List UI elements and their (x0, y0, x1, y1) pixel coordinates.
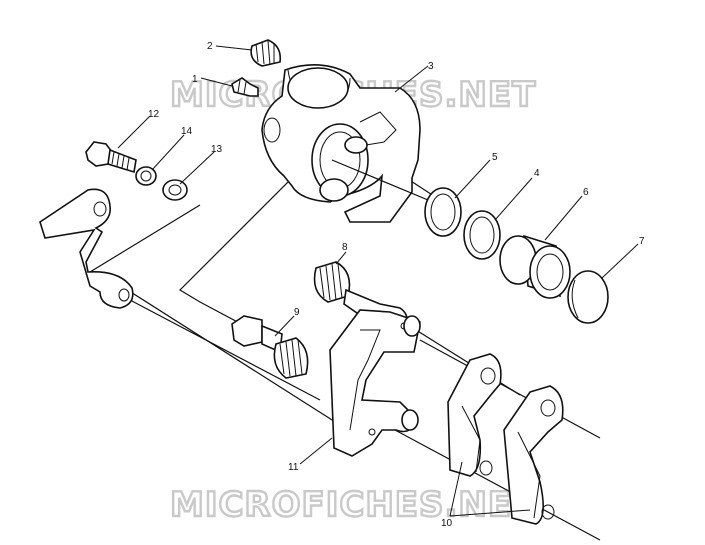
caliper-body (261, 64, 441, 223)
set-screw (250, 39, 282, 67)
callout-labels: 1 2 3 4 5 6 7 8 9 10 11 12 13 14 (148, 41, 645, 529)
callout-11: 11 (288, 462, 299, 473)
caliper-bolt (85, 141, 137, 174)
callout-8: 8 (342, 242, 348, 253)
callout-14: 14 (181, 126, 193, 137)
leader-lines (117, 45, 639, 517)
piston-cap (567, 270, 609, 324)
guide-pin-lower (231, 315, 309, 379)
lock-washer (135, 166, 157, 186)
callout-5: 5 (492, 152, 498, 163)
flat-washer (162, 179, 188, 201)
callout-9: 9 (294, 307, 300, 318)
brake-pad-outer (503, 385, 564, 525)
callout-2: 2 (207, 41, 213, 52)
callout-1: 1 (192, 74, 198, 85)
callout-3: 3 (428, 61, 434, 72)
mounting-bracket (329, 309, 421, 457)
callout-4: 4 (534, 168, 540, 179)
callout-7: 7 (639, 236, 645, 247)
callout-13: 13 (211, 144, 223, 155)
callout-6: 6 (583, 187, 589, 198)
brake-pad-inner (447, 353, 502, 477)
watermark-bottom: MICROFICHES.NET (170, 485, 536, 525)
callout-10: 10 (441, 518, 453, 529)
mounting-arm (39, 188, 134, 309)
dust-seal (463, 210, 501, 260)
piston (499, 234, 571, 299)
piston-seal (424, 187, 462, 237)
callout-12: 12 (148, 109, 160, 120)
bleeder-screw (231, 77, 259, 97)
